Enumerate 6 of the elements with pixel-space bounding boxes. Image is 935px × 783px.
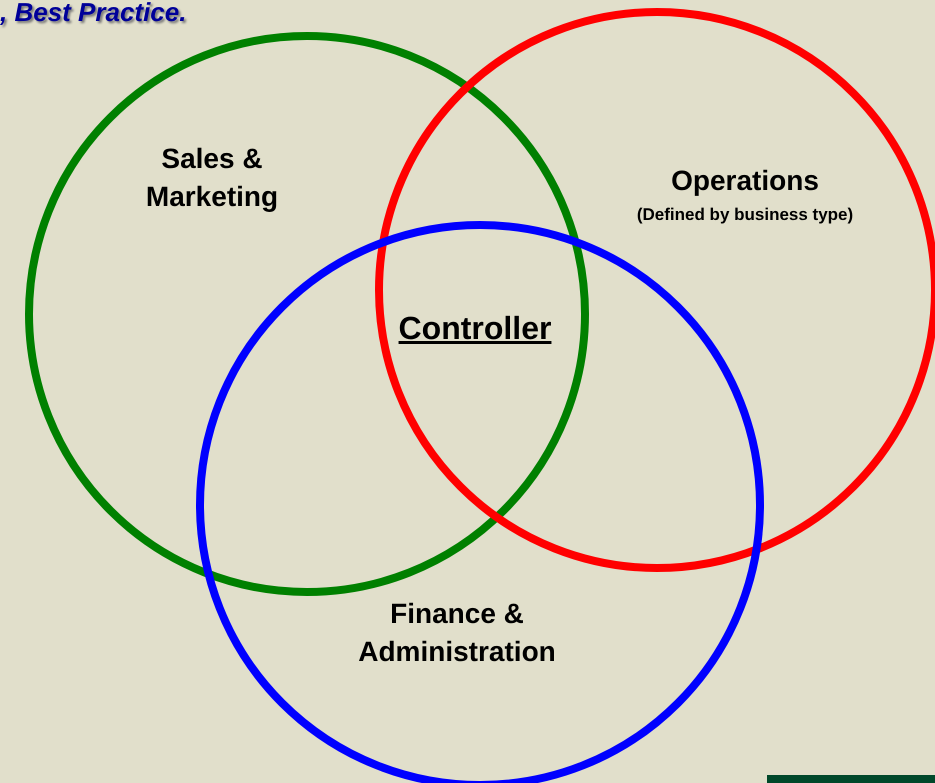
circle-label: Sales & Marketing xyxy=(144,142,280,214)
center-label: Controller xyxy=(398,310,552,347)
circle-label: Finance & Administration xyxy=(357,597,557,669)
circle-sublabel: (Defined by business type) xyxy=(636,204,854,226)
title: , Best Practice. xyxy=(0,0,186,28)
circle-label: Operations xyxy=(671,164,819,198)
